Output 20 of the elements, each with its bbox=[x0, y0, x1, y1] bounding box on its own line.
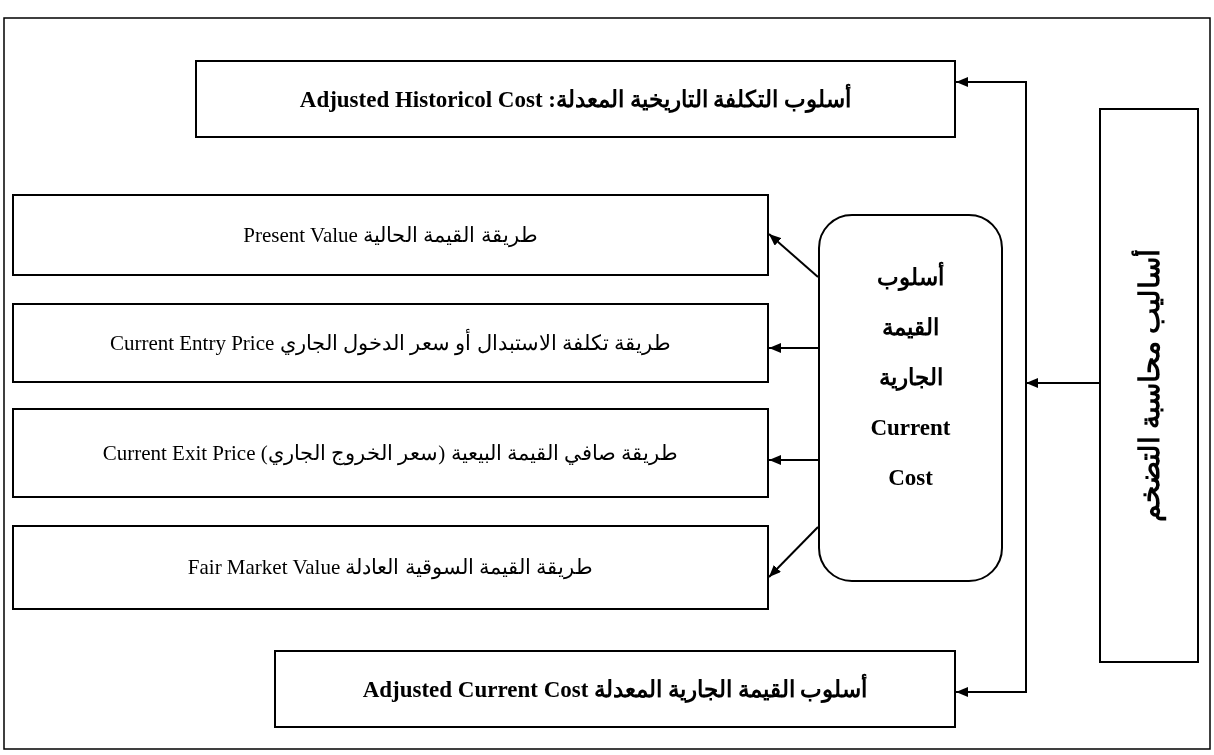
method-box bbox=[12, 303, 769, 383]
arrow bbox=[768, 455, 819, 465]
method-box bbox=[195, 60, 956, 138]
method-box bbox=[12, 194, 769, 276]
box-text: طريقة القيمة الحالية Present Value bbox=[243, 222, 538, 248]
box-text: أسلوب القيمة الجارية المعدلة Adjusted Current Cost bbox=[362, 675, 868, 703]
method-box bbox=[12, 408, 769, 498]
box-text: أسلوب القيمة الجارية Current Cost bbox=[855, 253, 966, 503]
box-text: طريقة صافي القيمة البيعية (سعر الخروج الجاري) Current Exit Price bbox=[102, 440, 679, 466]
method-box bbox=[12, 525, 769, 610]
arrow bbox=[768, 526, 819, 578]
title-box bbox=[1099, 108, 1199, 663]
box-text: طريقة القيمة السوقية العادلة Fair Market Value bbox=[187, 555, 594, 580]
vertical-title: أساليب محاسبة التضخم bbox=[1132, 249, 1166, 522]
rounded-box bbox=[818, 214, 1003, 582]
arrow bbox=[768, 233, 819, 278]
arrow bbox=[768, 343, 819, 353]
method-box bbox=[274, 650, 956, 728]
box-text: طريقة تكلفة الاستبدال أو سعر الدخول الجاري Current Entry Price bbox=[109, 330, 672, 356]
box-text: أسلوب التكلفة التاريخية المعدلة: Adjusted Historicol Cost bbox=[299, 85, 852, 113]
